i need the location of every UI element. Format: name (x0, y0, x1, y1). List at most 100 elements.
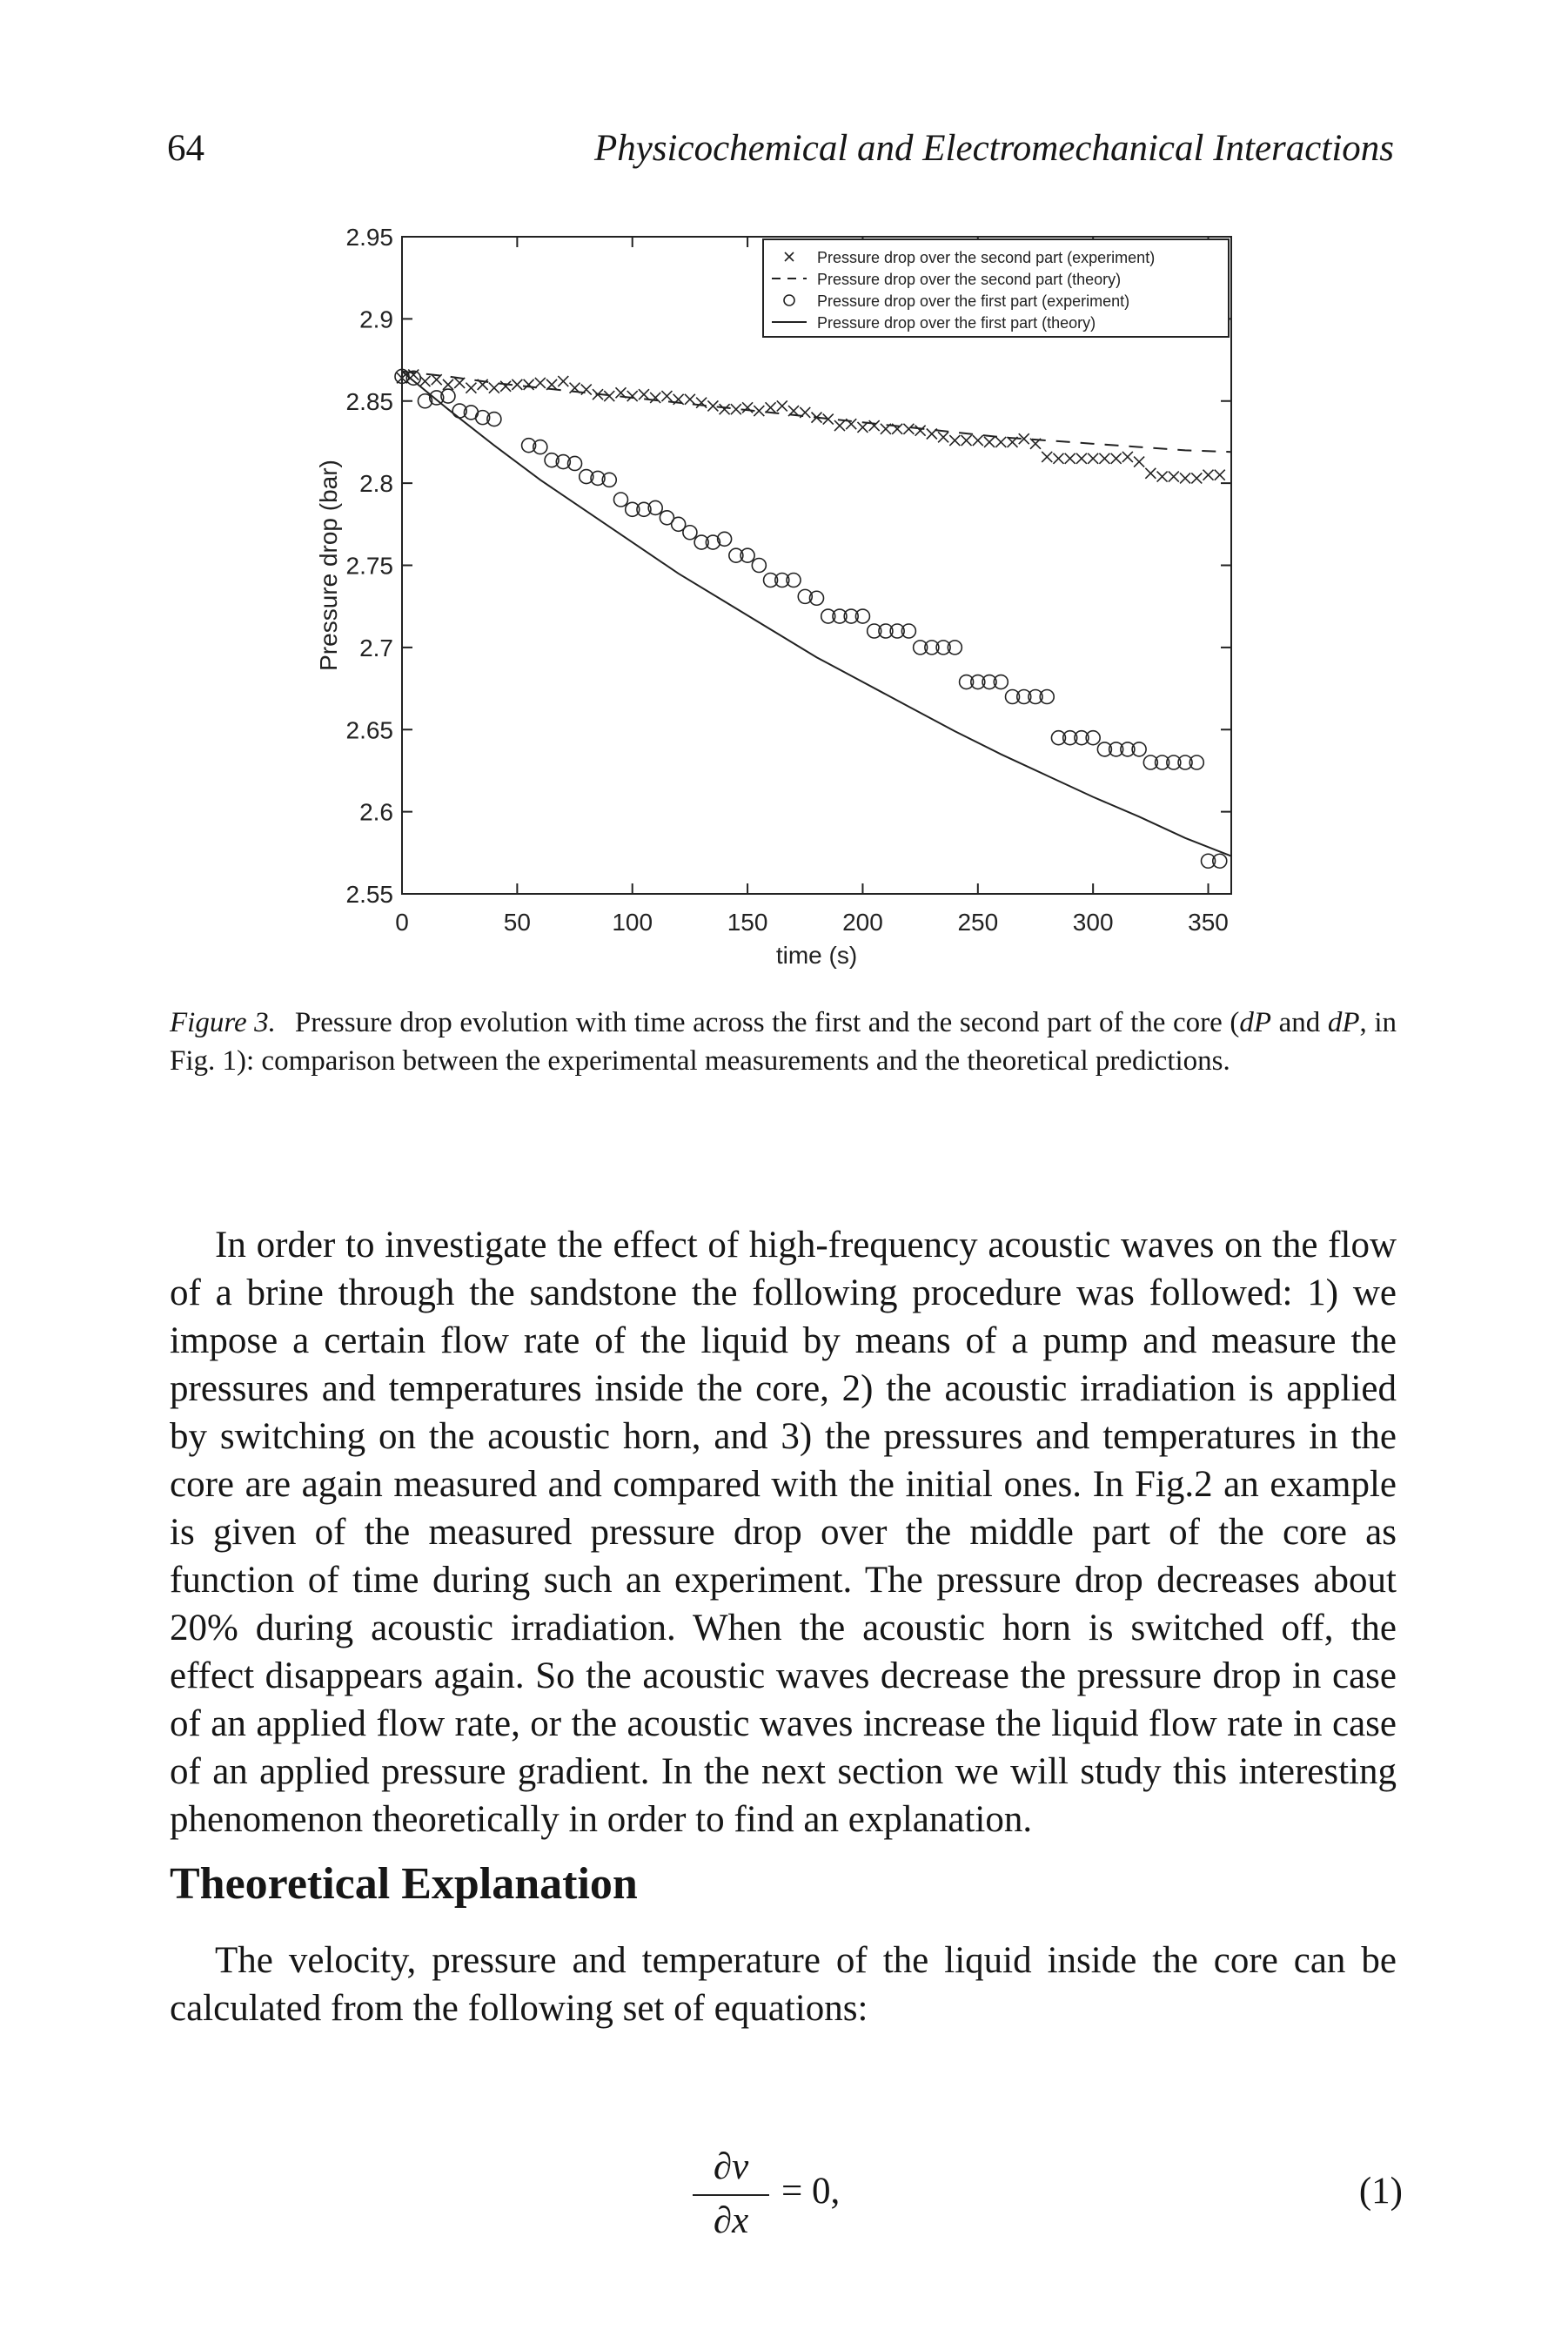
x-marker-point (972, 434, 984, 446)
x-marker-point (511, 379, 523, 391)
y-tick-label: 2.55 (346, 881, 394, 908)
circle-marker-point (924, 640, 940, 655)
caption-symbol-1: dP (1239, 1007, 1271, 1038)
circle-marker-point (636, 501, 652, 518)
x-tick-label: 0 (395, 909, 409, 936)
equation-denominator: ∂x (713, 2200, 749, 2241)
x-marker-point (730, 403, 742, 415)
x-marker-point (1018, 433, 1030, 445)
x-tick-label: 50 (504, 909, 531, 936)
y-tick-label: 2.65 (346, 716, 394, 743)
x-marker-point (419, 375, 432, 387)
circle-marker-point (751, 557, 767, 574)
series-3 (394, 368, 1228, 870)
circle-marker-point (762, 572, 779, 588)
x-marker-point (915, 425, 927, 437)
circle-marker-point (797, 588, 814, 605)
x-marker-point (1052, 453, 1065, 465)
x-marker-point (488, 382, 500, 394)
circle-marker-point (740, 547, 755, 563)
circle-marker-point (474, 409, 491, 426)
circle-marker-point (647, 500, 663, 516)
x-marker-point (534, 377, 546, 389)
series-2 (401, 370, 1232, 453)
x-axis-label: time (s) (776, 942, 857, 969)
legend-entry-label: Pressure drop over the first part (exper… (817, 292, 1129, 310)
x-marker-point (1214, 469, 1226, 481)
x-marker-point (764, 401, 777, 413)
x-tick-label: 100 (612, 909, 653, 936)
x-marker-point (995, 436, 1007, 448)
circle-marker-point (544, 452, 560, 468)
circle-marker-point (1131, 742, 1147, 757)
y-tick-label: 2.85 (346, 388, 394, 415)
circle-marker-point (808, 590, 825, 607)
equation-numerator: ∂v (713, 2146, 749, 2187)
y-tick-label: 2.6 (359, 799, 393, 826)
caption-text-mid: and (1271, 1007, 1328, 1038)
circle-marker-point (843, 608, 860, 624)
caption-symbol-2: dP (1327, 1007, 1360, 1038)
circle-marker-point (1154, 755, 1170, 770)
circle-marker-point (682, 524, 698, 540)
x-marker-point (649, 392, 661, 404)
equation-1: ∂v ∂x = 0, (687, 2145, 948, 2259)
x-marker-point (431, 373, 443, 386)
circle-marker-point (613, 492, 629, 507)
circle-marker-point (1039, 688, 1055, 705)
theory-first-part-line (401, 371, 1232, 857)
x-tick-label: 300 (1073, 909, 1114, 936)
x-marker-point (822, 413, 834, 426)
circle-marker-point (533, 439, 548, 455)
circle-marker-point (786, 572, 801, 588)
circle-marker-point (1211, 853, 1228, 870)
x-tick-label: 350 (1188, 909, 1229, 936)
x-marker-point (1098, 453, 1110, 465)
circle-marker-point (993, 674, 1009, 690)
x-marker-point (453, 377, 466, 389)
circle-marker-point (1028, 688, 1043, 705)
figure-label: Figure 3. (170, 1007, 276, 1038)
circle-marker-point (912, 640, 928, 655)
circle-marker-point (1062, 729, 1078, 746)
legend-circle-swatch (783, 294, 795, 306)
circle-marker-point (1166, 755, 1182, 770)
circle-marker-point (901, 623, 917, 639)
circle-marker-point (958, 674, 975, 690)
y-tick-label: 2.8 (359, 470, 393, 497)
circle-marker-point (1120, 742, 1136, 757)
equation-rhs: = 0, (781, 2171, 841, 2212)
y-tick-label: 2.9 (359, 306, 393, 332)
x-marker-point (627, 390, 639, 402)
x-marker-point (937, 431, 949, 443)
x-marker-point (465, 382, 477, 394)
x-marker-point (1110, 453, 1122, 465)
circle-marker-point (1050, 729, 1067, 746)
circle-marker-point (405, 370, 422, 386)
legend-entry-label: Pressure drop over the first part (theor… (817, 314, 1096, 332)
running-head: Physicochemical and Electromechanical In… (593, 128, 1394, 169)
circle-marker-point (566, 455, 583, 472)
theory-second-part-line (401, 370, 1232, 453)
circle-marker-point (1200, 853, 1216, 870)
circle-marker-point (1004, 688, 1021, 705)
fraction-bar (693, 2194, 769, 2196)
circle-marker-point (1108, 742, 1124, 757)
circle-marker-point (947, 640, 963, 655)
circle-marker-point (854, 608, 871, 624)
circle-marker-point (601, 472, 618, 488)
x-marker-point (1122, 451, 1134, 463)
x-marker-point (868, 420, 881, 432)
y-tick-label: 2.75 (346, 553, 394, 580)
figure-caption: Figure 3.Pressure drop evolution with ti… (170, 1004, 1397, 1080)
x-marker-point (499, 380, 512, 393)
circle-marker-point (590, 470, 606, 487)
chart-legend (762, 238, 1230, 338)
body-paragraph-equations-intro: The velocity, pressure and temperature o… (170, 1940, 1397, 2029)
equation-fraction: ∂v ∂x (687, 2145, 774, 2245)
circle-marker-point (670, 516, 687, 533)
x-marker-point (753, 405, 765, 417)
circle-marker-point (1096, 742, 1113, 757)
